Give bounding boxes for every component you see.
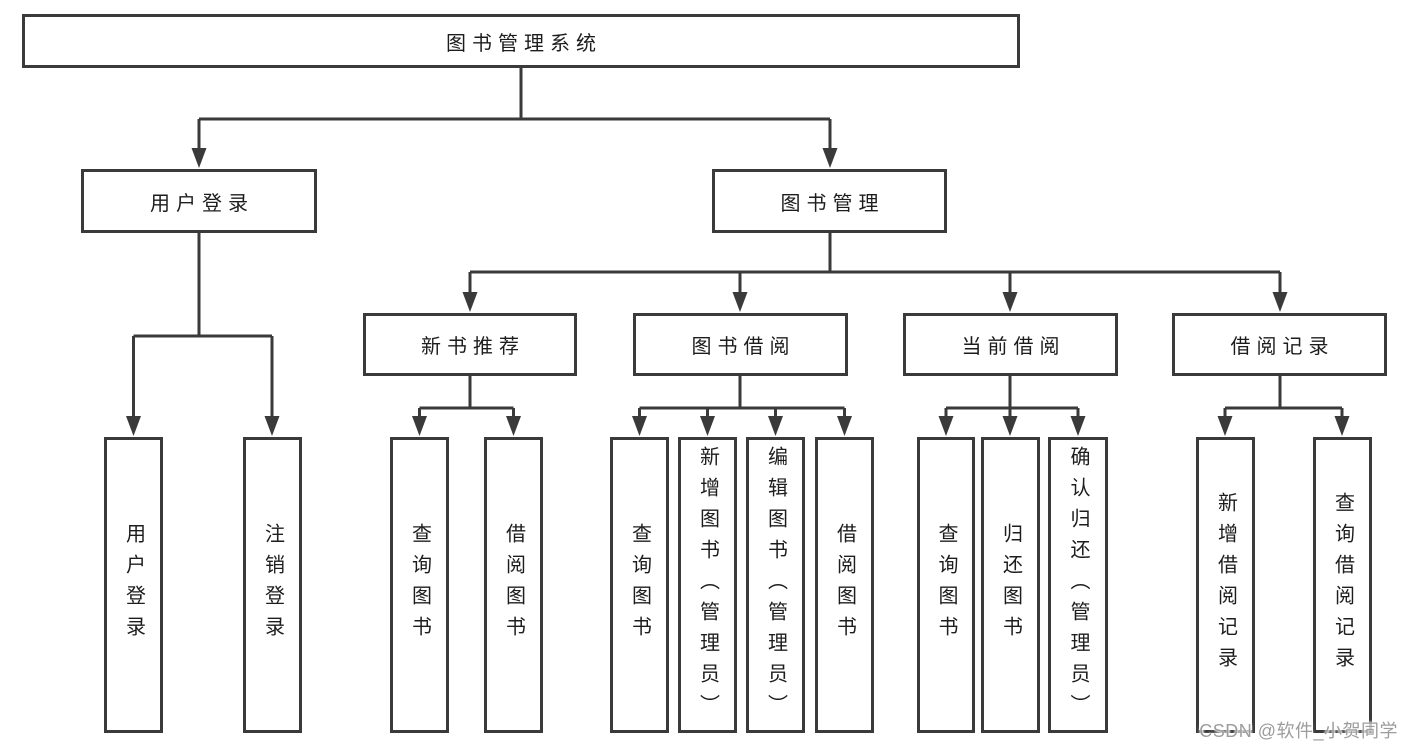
leaf-borrow-edit-books-admin: 编辑图书（管理员） xyxy=(746,437,805,733)
arrow-to-leaf-bb-borrow xyxy=(837,416,852,436)
arrow-to-leaf-bb-add xyxy=(700,416,715,436)
node-new-book-recommendation: 新书推荐 xyxy=(363,313,577,376)
arrow-to-new-books xyxy=(462,292,478,312)
leaf-user-login: 用户登录 xyxy=(104,437,163,733)
leaf-records-add-record: 新增借阅记录 xyxy=(1196,437,1255,733)
connector-records-to-children xyxy=(1223,376,1344,418)
leaf-newbooks-query-books: 查询图书 xyxy=(390,437,449,733)
connector-root-to-level1 xyxy=(197,68,832,150)
leaf-borrow-add-books-admin-label: 新增图书（管理员） xyxy=(696,445,719,725)
node-borrowing-records: 借阅记录 xyxy=(1172,313,1387,376)
arrow-to-records xyxy=(1272,292,1288,312)
node-book-borrowing: 图书借阅 xyxy=(633,313,848,376)
arrow-to-book-mgmt xyxy=(822,148,838,168)
arrow-to-leaf-logout xyxy=(264,416,280,436)
connector-new-books-to-children xyxy=(418,376,515,418)
connector-book-mgmt-to-level2 xyxy=(468,233,1282,294)
arrow-to-leaf-bb-edit xyxy=(768,416,783,436)
leaf-current-confirm-return-admin-label: 确认归还（管理员） xyxy=(1067,445,1089,725)
leaf-records-query-record: 查询借阅记录 xyxy=(1313,437,1372,733)
arrow-to-leaf-cb-confirm xyxy=(1070,416,1086,436)
leaf-newbooks-borrow-books-label: 借阅图书 xyxy=(502,523,525,647)
leaf-user-login-label: 用户登录 xyxy=(122,523,145,647)
arrow-to-book-borrow xyxy=(732,292,748,312)
leaf-records-query-record-label: 查询借阅记录 xyxy=(1331,492,1354,678)
leaf-newbooks-query-books-label: 查询图书 xyxy=(408,523,431,647)
leaf-current-return-books-label: 归还图书 xyxy=(999,523,1022,647)
arrow-to-leaf-rec-query xyxy=(1334,416,1350,436)
leaf-current-return-books: 归还图书 xyxy=(981,437,1040,733)
leaf-borrow-borrow-books: 借阅图书 xyxy=(815,437,874,733)
node-current-borrowing: 当前借阅 xyxy=(903,313,1118,376)
leaf-current-query-books: 查询图书 xyxy=(917,437,975,733)
arrow-to-leaf-cb-query xyxy=(938,416,954,436)
leaf-borrow-edit-books-admin-label: 编辑图书（管理员） xyxy=(764,445,787,725)
arrowheads xyxy=(126,148,1350,436)
leaf-borrow-query-books-label: 查询图书 xyxy=(628,523,651,647)
connector-user-login-to-children xyxy=(132,233,274,418)
leaf-borrow-borrow-books-label: 借阅图书 xyxy=(833,523,856,647)
leaf-newbooks-borrow-books: 借阅图书 xyxy=(484,437,543,733)
node-root: 图书管理系统 xyxy=(22,14,1020,68)
arrow-to-leaf-rec-add xyxy=(1217,416,1233,436)
arrow-to-current-borrow xyxy=(1002,292,1018,312)
arrow-to-leaf-bb-query xyxy=(632,416,647,436)
leaf-logout-login: 注销登录 xyxy=(243,437,302,733)
node-user-login: 用户登录 xyxy=(81,169,317,233)
leaf-borrow-add-books-admin: 新增图书（管理员） xyxy=(678,437,737,733)
arrow-to-leaf-nb-query xyxy=(412,416,427,436)
arrow-to-leaf-nb-borrow xyxy=(506,416,521,436)
node-book-management: 图书管理 xyxy=(712,169,947,233)
leaf-current-query-books-label: 查询图书 xyxy=(935,523,957,647)
arrow-to-leaf-user-login xyxy=(126,416,141,436)
arrow-to-leaf-cb-return xyxy=(1002,416,1018,436)
leaf-current-confirm-return-admin: 确认归还（管理员） xyxy=(1048,437,1108,733)
csdn-watermark: CSDN @软件_小贺同学 xyxy=(1199,721,1398,741)
leaf-logout-login-label: 注销登录 xyxy=(261,523,284,647)
arrow-to-user-login xyxy=(191,148,207,168)
connector-book-borrow-to-children xyxy=(638,376,846,418)
leaf-records-add-record-label: 新增借阅记录 xyxy=(1214,492,1237,678)
connector-current-borrow-to-children xyxy=(944,376,1080,418)
leaf-borrow-query-books: 查询图书 xyxy=(610,437,669,733)
